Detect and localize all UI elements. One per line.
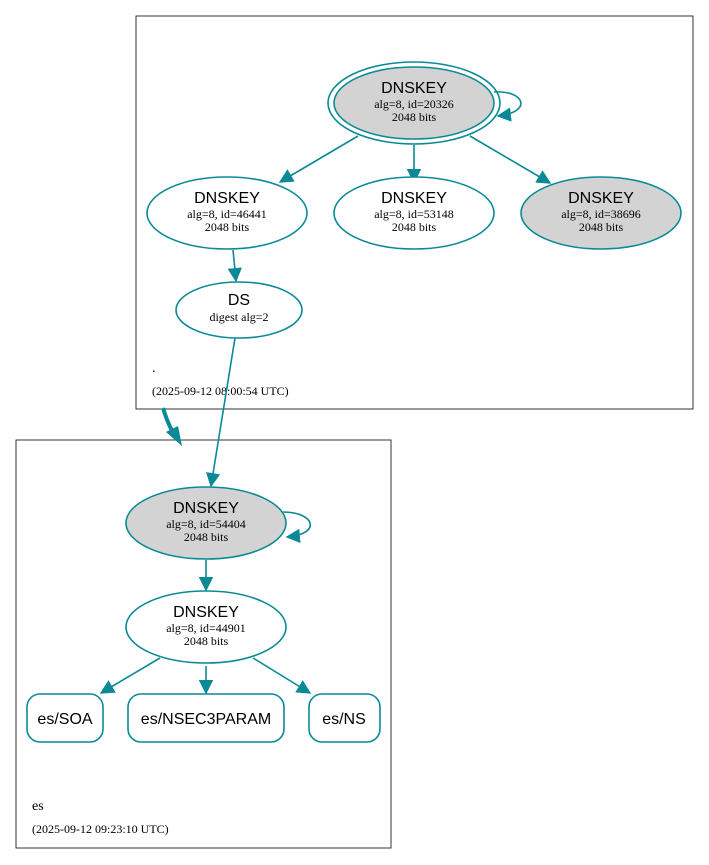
node-alg-id: alg=8, id=38696 — [561, 207, 641, 221]
node-digest-alg: digest alg=2 — [209, 310, 268, 324]
node-alg-id: alg=8, id=20326 — [374, 97, 454, 111]
rrset-es-ns[interactable]: es/NS — [308, 693, 381, 743]
node-title: DNSKEY — [381, 190, 447, 207]
zone-box-root — [135, 15, 694, 410]
edges — [99, 91, 552, 695]
node-bits: 2048 bits — [184, 634, 229, 648]
node-es-dnskey-44901[interactable]: DNSKEY alg=8, id=44901 2048 bits — [125, 590, 287, 664]
node-title: DNSKEY — [194, 190, 260, 207]
rrset-label: es/NS — [322, 711, 366, 728]
node-bits: 2048 bits — [392, 220, 437, 234]
rrset-es-soa[interactable]: es/SOA — [26, 693, 104, 743]
node-title: DNSKEY — [381, 80, 447, 97]
edge-root-ksk-to-46441 — [278, 135, 359, 183]
node-root-ksk-20326[interactable]: DNSKEY alg=8, id=20326 2048 bits — [327, 61, 501, 145]
node-title: DNSKEY — [173, 604, 239, 621]
edge-root-ksk-self — [493, 91, 522, 122]
node-bits: 2048 bits — [184, 530, 229, 544]
node-title: DS — [228, 292, 250, 309]
node-bits: 2048 bits — [205, 220, 250, 234]
edge-46441-to-ds — [227, 249, 242, 283]
rrset-label: es/NSEC3PARAM — [141, 711, 271, 728]
node-alg-id: alg=8, id=44901 — [166, 621, 246, 635]
edge-zsk-to-soa — [99, 657, 161, 694]
zone-name-es: es — [32, 799, 44, 814]
zone-box-es — [15, 439, 392, 849]
node-title: DNSKEY — [568, 190, 634, 207]
node-alg-id: alg=8, id=53148 — [374, 207, 454, 221]
delegation-arrowhead — [166, 426, 182, 446]
node-es-dnskey-54404[interactable]: DNSKEY alg=8, id=54404 2048 bits — [125, 486, 287, 560]
edge-es-ksk-self — [282, 511, 311, 544]
rrset-label: es/SOA — [37, 711, 92, 728]
edge-root-ksk-to-38696 — [469, 135, 552, 184]
node-title: DNSKEY — [173, 500, 239, 517]
node-alg-id: alg=8, id=54404 — [166, 517, 246, 531]
node-bits: 2048 bits — [392, 110, 437, 124]
node-ds[interactable]: DS digest alg=2 — [175, 281, 303, 339]
node-bits: 2048 bits — [579, 220, 624, 234]
node-root-dnskey-53148[interactable]: DNSKEY alg=8, id=53148 2048 bits — [333, 176, 495, 250]
edge-ds-to-es-ksk — [205, 337, 236, 488]
zone-timestamp-es: (2025-09-12 09:23:10 UTC) — [32, 822, 169, 836]
zone-timestamp-root: (2025-09-12 08:00:54 UTC) — [152, 384, 289, 398]
edge-zsk-to-ns — [252, 657, 312, 694]
node-root-dnskey-46441[interactable]: DNSKEY alg=8, id=46441 2048 bits — [146, 176, 308, 250]
rrset-es-nsec3param[interactable]: es/NSEC3PARAM — [127, 693, 285, 743]
zone-name-root: . — [152, 361, 156, 376]
node-root-dnskey-38696[interactable]: DNSKEY alg=8, id=38696 2048 bits — [520, 176, 682, 250]
node-alg-id: alg=8, id=46441 — [187, 207, 267, 221]
